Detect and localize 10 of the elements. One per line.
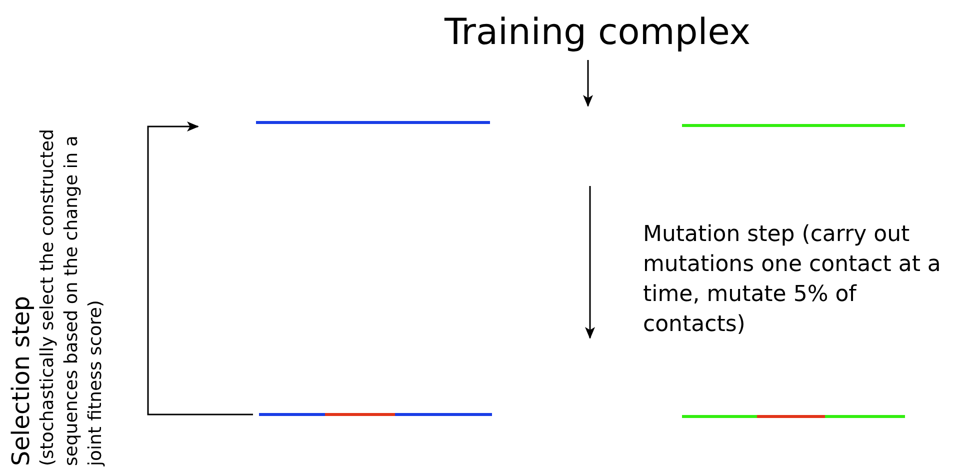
step-title: Selection step bbox=[6, 294, 36, 466]
step-description: (stochastically select the constructed sequences based on the change in a joint fitness score) bbox=[36, 128, 107, 466]
heading-text: Training complex bbox=[420, 12, 775, 53]
mutated-sequence-line bbox=[682, 415, 905, 418]
step-description: Mutation step (carry out mutations one contact at a time, mutate 5% of contacts) bbox=[643, 221, 942, 339]
arrow bbox=[147, 122, 253, 416]
sequence-line bbox=[682, 124, 905, 127]
mutated-sequence-line bbox=[259, 413, 492, 416]
arrow bbox=[583, 60, 593, 107]
sequence-line bbox=[256, 121, 490, 124]
